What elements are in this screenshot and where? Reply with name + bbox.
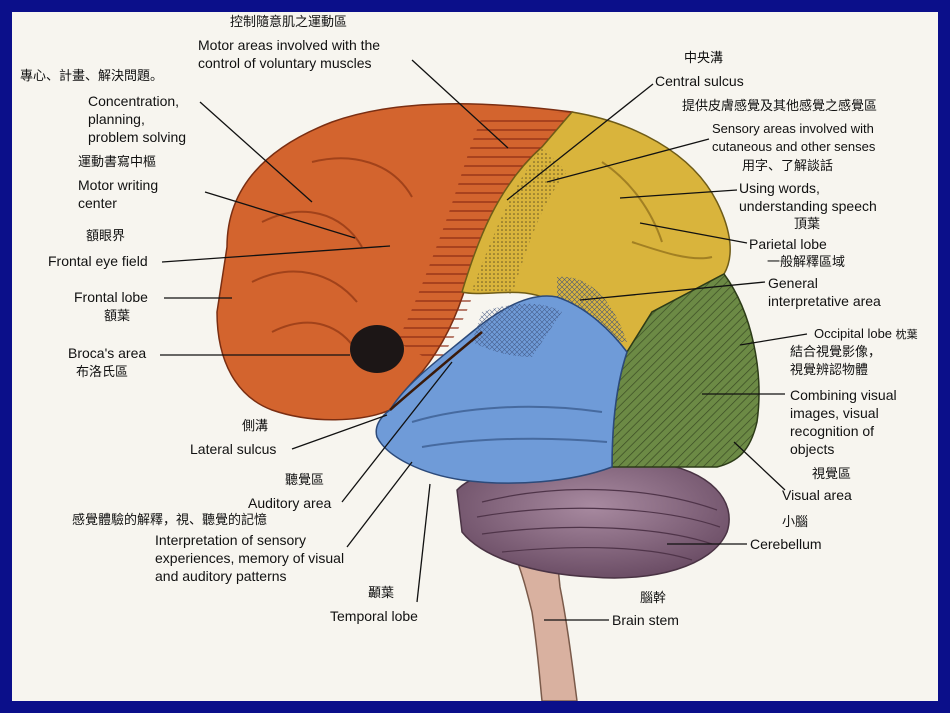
label-broca-zh: 布洛氏區 — [76, 365, 129, 380]
label-brainstem-en: Brain stem — [612, 612, 679, 628]
label-interpretation-line1: Interpretation of sensory — [155, 532, 306, 548]
label-auditory-en: Auditory area — [248, 495, 332, 511]
label-words-line2: understanding speech — [739, 198, 877, 214]
label-temporal-en: Temporal lobe — [330, 608, 418, 624]
label-brainstem-zh: 腦幹 — [640, 591, 667, 606]
label-motor-writing-zh: 運動書寫中樞 — [78, 155, 157, 170]
label-sensory-line2: cutaneous and other senses — [712, 139, 876, 154]
label-concentration-en: Concentration, planning, problem solving — [88, 92, 186, 146]
broca-area-region — [350, 325, 404, 373]
label-cerebellum-en: Cerebellum — [750, 536, 822, 552]
label-frontal-lobe-zh: 額葉 — [104, 309, 131, 324]
label-occipital-zh-tail: 枕葉 — [895, 328, 918, 341]
leader-lines — [160, 59, 808, 621]
label-visual-en: Visual area — [782, 487, 852, 503]
label-central-sulcus-en: Central sulcus — [655, 73, 744, 89]
label-motor-areas-en: Motor areas involved with the control of… — [198, 36, 380, 72]
label-interpretation-en: Interpretation of sensory experiences, m… — [155, 531, 344, 585]
label-general-zh: 一般解釋區域 — [767, 255, 846, 270]
label-central-sulcus-zh: 中央溝 — [684, 51, 724, 66]
label-frontal-eye-zh: 額眼界 — [86, 229, 126, 244]
label-combining-line2: images, visual — [790, 405, 879, 421]
label-motor-areas-en-line2: control of voluntary muscles — [198, 55, 372, 71]
label-words-zh: 用字、了解談話 — [742, 159, 834, 174]
label-general-line2: interpretative area — [768, 293, 881, 309]
label-sensory-zh: 提供皮膚感覺及其他感覺之感覺區 — [682, 99, 878, 114]
label-motor-writing-en: Motor writing center — [78, 176, 158, 212]
label-combining-zh: 結合視覺影像， 視覺辨認物體 — [790, 344, 881, 380]
brain-diagram — [160, 59, 808, 701]
label-broca-en: Broca's area — [68, 345, 147, 361]
label-combining-line4: objects — [790, 441, 835, 457]
label-interpretation-zh: 感覺體驗的解釋，視、聽覺的記憶 — [72, 513, 268, 528]
label-combining-zh-line2: 視覺辨認物體 — [790, 363, 869, 378]
label-lateral-sulcus-en: Lateral sulcus — [190, 441, 277, 457]
label-concentration-line3: problem solving — [88, 129, 187, 145]
label-parietal-en: Parietal lobe — [749, 236, 827, 252]
label-general-en: General interpretative area — [768, 274, 881, 310]
label-cerebellum-zh: 小腦 — [782, 515, 809, 530]
label-combining-en: Combining visual images, visual recognit… — [790, 386, 897, 458]
label-words-en: Using words, understanding speech — [739, 179, 877, 215]
label-combining-zh-line1: 結合視覺影像， — [790, 345, 882, 360]
label-temporal-zh: 顳葉 — [368, 586, 395, 601]
label-motor-areas-en-line1: Motor areas involved with the — [198, 37, 381, 53]
label-combining-line1: Combining visual — [790, 387, 897, 403]
label-motor-writing-line1: Motor writing — [78, 177, 159, 193]
label-occipital-en: Occipital lobe 枕葉 — [814, 325, 918, 344]
label-concentration-line2: planning, — [88, 111, 145, 127]
label-sensory-line1: Sensory areas involved with — [712, 121, 874, 136]
label-words-line1: Using words, — [739, 180, 820, 196]
label-frontal-eye-en: Frontal eye field — [48, 253, 148, 269]
label-general-line1: General — [768, 275, 818, 291]
figure-panel: 控制隨意肌之運動區 Motor areas involved with the … — [12, 12, 938, 701]
label-motor-areas-zh: 控制隨意肌之運動區 — [230, 15, 348, 30]
label-sensory-en: Sensory areas involved with cutaneous an… — [712, 120, 875, 156]
label-interpretation-line2: experiences, memory of visual — [155, 550, 345, 566]
label-combining-line3: recognition of — [790, 423, 875, 439]
label-frontal-lobe-en: Frontal lobe — [74, 289, 148, 305]
label-auditory-zh: 聽覺區 — [285, 473, 325, 488]
label-interpretation-line3: and auditory patterns — [155, 568, 287, 584]
label-lateral-sulcus-zh: 側溝 — [242, 419, 269, 434]
label-occipital-en-text: Occipital lobe — [814, 326, 893, 341]
label-concentration-zh: 專心、計畫、解決問題。 — [20, 69, 164, 84]
label-concentration-line1: Concentration, — [88, 93, 180, 109]
label-visual-zh: 視覺區 — [812, 467, 852, 482]
label-motor-writing-line2: center — [78, 195, 117, 211]
label-parietal-zh: 頂葉 — [794, 217, 821, 232]
